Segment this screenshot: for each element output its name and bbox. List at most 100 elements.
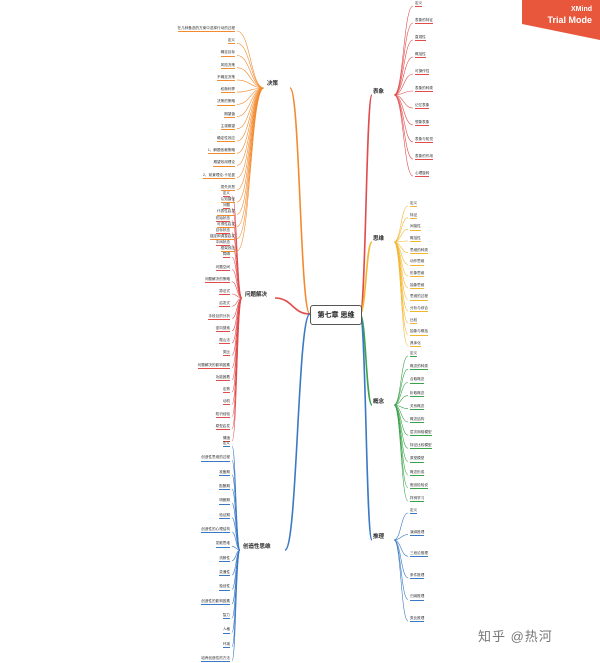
ml-leaf[interactable]: 逆向搜索 bbox=[215, 326, 230, 332]
tl-leaf[interactable]: 认知捷径 bbox=[220, 197, 235, 204]
br-leaf[interactable]: 演绎推理 bbox=[410, 530, 425, 536]
ml-leaf[interactable]: 初始状态 bbox=[215, 216, 230, 222]
topic-jueceng[interactable]: 决策 bbox=[267, 81, 279, 87]
tr-leaf[interactable]: 想象表象 bbox=[415, 120, 430, 127]
tl-leaf[interactable]: 可得性启发 bbox=[217, 222, 235, 228]
br-leaf[interactable]: 类比推理 bbox=[410, 616, 425, 623]
br-leaf[interactable]: 条件推理 bbox=[410, 573, 425, 579]
tl-leaf[interactable]: 损失厌恶 bbox=[220, 185, 235, 192]
ml-leaf[interactable]: 目标状态 bbox=[215, 228, 230, 234]
gr-leaf[interactable]: 合取概念 bbox=[410, 377, 425, 384]
bl-leaf[interactable]: 发散思维 bbox=[215, 541, 230, 548]
root-topic[interactable]: 第七章 思维 bbox=[310, 305, 362, 325]
gr-leaf[interactable]: 层次网络模型 bbox=[410, 430, 432, 437]
mr-leaf[interactable]: 分析与综合 bbox=[410, 306, 428, 313]
tl-leaf[interactable]: 确定目标 bbox=[220, 51, 235, 57]
tr-leaf[interactable]: 记忆表象 bbox=[415, 103, 430, 110]
tl-leaf[interactable]: 定义 bbox=[227, 38, 235, 45]
bl-leaf[interactable]: 智力 bbox=[222, 613, 230, 620]
bl-leaf[interactable]: 定义 bbox=[222, 441, 230, 448]
mr-leaf[interactable]: 抽象思维 bbox=[410, 283, 425, 289]
bl-leaf[interactable]: 流畅性 bbox=[219, 556, 230, 562]
ml-leaf[interactable]: 定义 bbox=[222, 191, 230, 198]
ml-leaf[interactable]: 启发式 bbox=[219, 301, 230, 308]
gr-leaf[interactable]: 特征比较模型 bbox=[410, 443, 432, 450]
gr-leaf[interactable]: 关系概念 bbox=[410, 404, 425, 410]
gr-leaf[interactable]: 样例学习 bbox=[410, 496, 425, 503]
topic-gainian[interactable]: 概念 bbox=[373, 399, 385, 405]
bl-leaf[interactable]: 创造性的心理结构 bbox=[201, 527, 230, 534]
gr-leaf[interactable]: 析取概念 bbox=[410, 391, 425, 397]
tr-leaf[interactable]: 概括性 bbox=[415, 52, 426, 59]
gr-leaf[interactable]: 假设检验说 bbox=[410, 483, 428, 489]
topic-tuili[interactable]: 推理 bbox=[373, 534, 385, 540]
ml-leaf[interactable]: 算法式 bbox=[219, 289, 230, 296]
bl-leaf[interactable]: 准备期 bbox=[219, 470, 230, 476]
bl-leaf[interactable]: 明朗期 bbox=[219, 498, 230, 505]
topic-chuangzao[interactable]: 创造性思维 bbox=[243, 544, 271, 550]
tl-leaf[interactable]: 确定性效应 bbox=[217, 136, 235, 143]
tr-leaf[interactable]: 直观性 bbox=[415, 35, 426, 42]
topic-wenti[interactable]: 问题解决 bbox=[245, 292, 268, 298]
tr-leaf[interactable]: 表象的作用 bbox=[415, 154, 433, 161]
ml-leaf[interactable]: 动机 bbox=[222, 399, 230, 406]
mr-leaf[interactable]: 特征 bbox=[410, 213, 418, 219]
tr-leaf[interactable]: 表象与知觉 bbox=[415, 137, 433, 144]
bl-leaf[interactable]: 环境 bbox=[222, 642, 230, 648]
mr-leaf[interactable]: 抽象与概括 bbox=[410, 329, 428, 336]
tl-leaf[interactable]: 框架效应 bbox=[220, 246, 235, 253]
gr-leaf[interactable]: 定义 bbox=[410, 351, 418, 358]
ml-leaf[interactable]: 情绪 bbox=[222, 436, 230, 443]
tl-leaf[interactable]: 风险决策 bbox=[220, 63, 235, 69]
bl-leaf[interactable]: 酝酿期 bbox=[219, 484, 230, 491]
ml-leaf[interactable]: 类比 bbox=[222, 350, 230, 357]
ml-leaf[interactable]: 功能固着 bbox=[215, 375, 230, 381]
mr-leaf[interactable]: 概括性 bbox=[410, 236, 421, 243]
tl-leaf[interactable]: 权衡利弊 bbox=[220, 87, 235, 94]
br-leaf[interactable]: 归纳推理 bbox=[410, 595, 425, 601]
mr-leaf[interactable]: 定义 bbox=[410, 201, 418, 208]
tl-leaf[interactable]: 1、解题依赖策略 bbox=[207, 148, 235, 155]
ml-leaf[interactable]: 原型启发 bbox=[215, 424, 230, 430]
ml-leaf[interactable]: 问题 bbox=[222, 203, 230, 210]
gr-leaf[interactable]: 概念形成 bbox=[410, 470, 425, 476]
ml-leaf[interactable]: 问题解决的策略 bbox=[204, 277, 230, 283]
ml-leaf[interactable]: 中间状态 bbox=[215, 240, 230, 247]
bl-leaf[interactable]: 创造性的影响因素 bbox=[201, 599, 230, 605]
tl-leaf[interactable]: 锚定和调整启发 bbox=[209, 234, 235, 240]
tl-leaf[interactable]: 在几种备选的方案中选择行动的过程 bbox=[177, 26, 235, 33]
gr-leaf[interactable]: 概念结构 bbox=[410, 417, 425, 424]
topic-biaoxiang[interactable]: 表象 bbox=[373, 89, 385, 95]
bl-leaf[interactable]: 创造性思维的过程 bbox=[201, 455, 230, 462]
mr-leaf[interactable]: 思维的种类 bbox=[410, 248, 428, 254]
tr-leaf[interactable]: 可操作性 bbox=[415, 69, 430, 76]
tl-leaf[interactable]: 代表性启发 bbox=[217, 209, 235, 216]
tl-leaf[interactable]: 2、前景理论-卡尼曼 bbox=[203, 173, 235, 179]
tr-leaf[interactable]: 心理旋转 bbox=[415, 171, 430, 178]
tl-leaf[interactable]: 决策的策略 bbox=[217, 99, 235, 106]
bl-leaf[interactable]: 人格 bbox=[222, 627, 230, 634]
bl-leaf[interactable]: 变通性 bbox=[219, 570, 230, 577]
mr-leaf[interactable]: 具体化 bbox=[410, 341, 421, 348]
tr-leaf[interactable]: 表象的特征 bbox=[415, 18, 433, 25]
ml-leaf[interactable]: 知识经验 bbox=[215, 412, 230, 418]
mr-leaf[interactable]: 形象思维 bbox=[410, 271, 425, 278]
tl-leaf[interactable]: 主观期望 bbox=[220, 124, 235, 130]
mr-leaf[interactable]: 间接性 bbox=[410, 224, 421, 231]
bl-leaf[interactable]: 独创性 bbox=[219, 584, 230, 591]
br-leaf[interactable]: 三段论推理 bbox=[410, 551, 428, 558]
tl-leaf[interactable]: 期望效用理论 bbox=[213, 161, 235, 167]
tr-leaf[interactable]: 定义 bbox=[415, 1, 423, 8]
tl-leaf[interactable]: 不确定决策 bbox=[217, 75, 235, 82]
ml-leaf[interactable]: 定势 bbox=[222, 387, 230, 394]
gr-leaf[interactable]: 原型模型 bbox=[410, 457, 425, 463]
mr-leaf[interactable]: 动作思维 bbox=[410, 259, 425, 266]
tl-leaf[interactable]: 期望值 bbox=[224, 112, 235, 118]
gr-leaf[interactable]: 概念的种类 bbox=[410, 364, 428, 371]
bl-leaf[interactable]: 验证期 bbox=[219, 513, 230, 519]
ml-leaf[interactable]: 问题空间 bbox=[215, 265, 230, 271]
ml-leaf[interactable]: 爬山法 bbox=[219, 338, 230, 345]
ml-leaf[interactable]: 障碍 bbox=[222, 252, 230, 259]
ml-leaf[interactable]: 问题解决的影响因素 bbox=[197, 363, 230, 369]
tr-leaf[interactable]: 表象的种类 bbox=[415, 86, 433, 93]
